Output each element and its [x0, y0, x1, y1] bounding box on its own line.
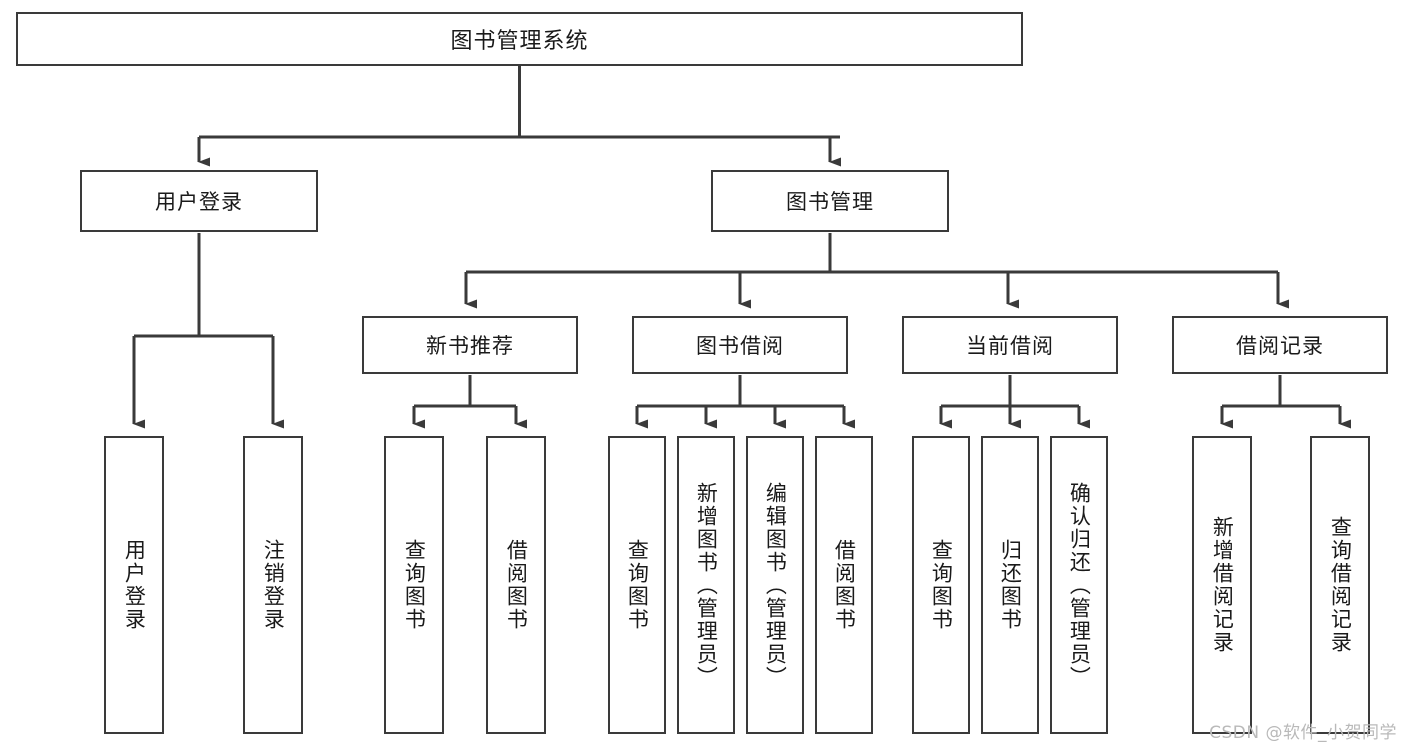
node-borrow-record[interactable]: 借阅记录 [1172, 316, 1388, 374]
node-book-management[interactable]: 图书管理 [711, 170, 949, 232]
node-label: 用户登录 [155, 190, 243, 214]
leaf-book-borrow-query[interactable]: 查询图书 [608, 436, 666, 734]
node-label: 新书推荐 [426, 334, 514, 358]
node-current-borrow[interactable]: 当前借阅 [902, 316, 1118, 374]
leaf-current-borrow-confirm[interactable]: 确认归还（管理员） [1050, 436, 1108, 734]
node-label: 编辑图书（管理员） [763, 481, 788, 689]
node-label: 归还图书 [998, 539, 1023, 631]
node-new-book-recommend[interactable]: 新书推荐 [362, 316, 578, 374]
node-label: 查询图书 [625, 539, 650, 631]
leaf-book-borrow-edit[interactable]: 编辑图书（管理员） [746, 436, 804, 734]
node-label: 图书借阅 [696, 334, 784, 358]
node-label: 借阅图书 [832, 539, 857, 631]
leaf-borrow-record-add[interactable]: 新增借阅记录 [1192, 436, 1252, 734]
node-label: 查询图书 [402, 539, 427, 631]
node-label: 查询图书 [929, 539, 954, 631]
leaf-new-book-borrow[interactable]: 借阅图书 [486, 436, 546, 734]
node-label: 借阅图书 [504, 539, 529, 631]
node-label: 确认归还（管理员） [1067, 481, 1092, 689]
node-label: 新增借阅记录 [1210, 516, 1235, 654]
node-label: 图书管理 [786, 190, 874, 214]
leaf-current-borrow-return[interactable]: 归还图书 [981, 436, 1039, 734]
leaf-current-borrow-query[interactable]: 查询图书 [912, 436, 970, 734]
node-label: 注销登录 [261, 539, 286, 631]
leaf-book-borrow-borrow[interactable]: 借阅图书 [815, 436, 873, 734]
node-label: 查询借阅记录 [1328, 516, 1353, 654]
leaf-borrow-record-query[interactable]: 查询借阅记录 [1310, 436, 1370, 734]
node-book-borrow[interactable]: 图书借阅 [632, 316, 848, 374]
node-label: 用户登录 [122, 539, 147, 631]
leaf-book-borrow-add[interactable]: 新增图书（管理员） [677, 436, 735, 734]
node-label: 新增图书（管理员） [694, 481, 719, 689]
node-label: 借阅记录 [1236, 334, 1324, 358]
leaf-new-book-query[interactable]: 查询图书 [384, 436, 444, 734]
node-root-system[interactable]: 图书管理系统 [16, 12, 1023, 66]
node-label: 当前借阅 [966, 334, 1054, 358]
watermark: CSDN @软件_小贺同学 [1209, 723, 1397, 743]
leaf-user-login-logout[interactable]: 注销登录 [243, 436, 303, 734]
node-label: 图书管理系统 [450, 29, 589, 54]
leaf-user-login-login[interactable]: 用户登录 [104, 436, 164, 734]
node-user-login[interactable]: 用户登录 [80, 170, 318, 232]
